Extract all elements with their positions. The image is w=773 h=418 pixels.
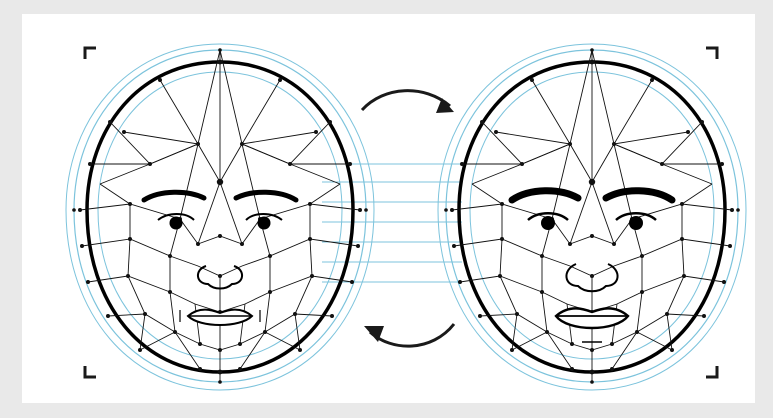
left-eyebrow — [144, 192, 204, 200]
right-eye — [246, 214, 282, 230]
left-eyebrow — [512, 191, 578, 200]
right-face — [438, 44, 746, 390]
scan-brackets — [85, 48, 717, 377]
guide-lines — [322, 164, 462, 282]
arrow-top — [362, 91, 454, 113]
face-mapping-diagram — [22, 14, 755, 403]
left-face — [66, 44, 374, 390]
face-mesh — [80, 50, 360, 382]
face-mesh — [452, 50, 732, 382]
bracket-top-left — [85, 48, 96, 59]
bracket-bottom-left — [85, 366, 96, 377]
bracket-top-right — [706, 48, 717, 59]
bracket-bottom-right — [706, 366, 717, 377]
right-eyebrow — [606, 191, 672, 200]
right-eye — [616, 213, 656, 230]
diagram-canvas — [22, 14, 755, 403]
right-eyebrow — [236, 192, 296, 200]
left-eye — [158, 214, 194, 230]
left-eye — [528, 213, 568, 230]
arrow-bottom — [364, 324, 454, 346]
